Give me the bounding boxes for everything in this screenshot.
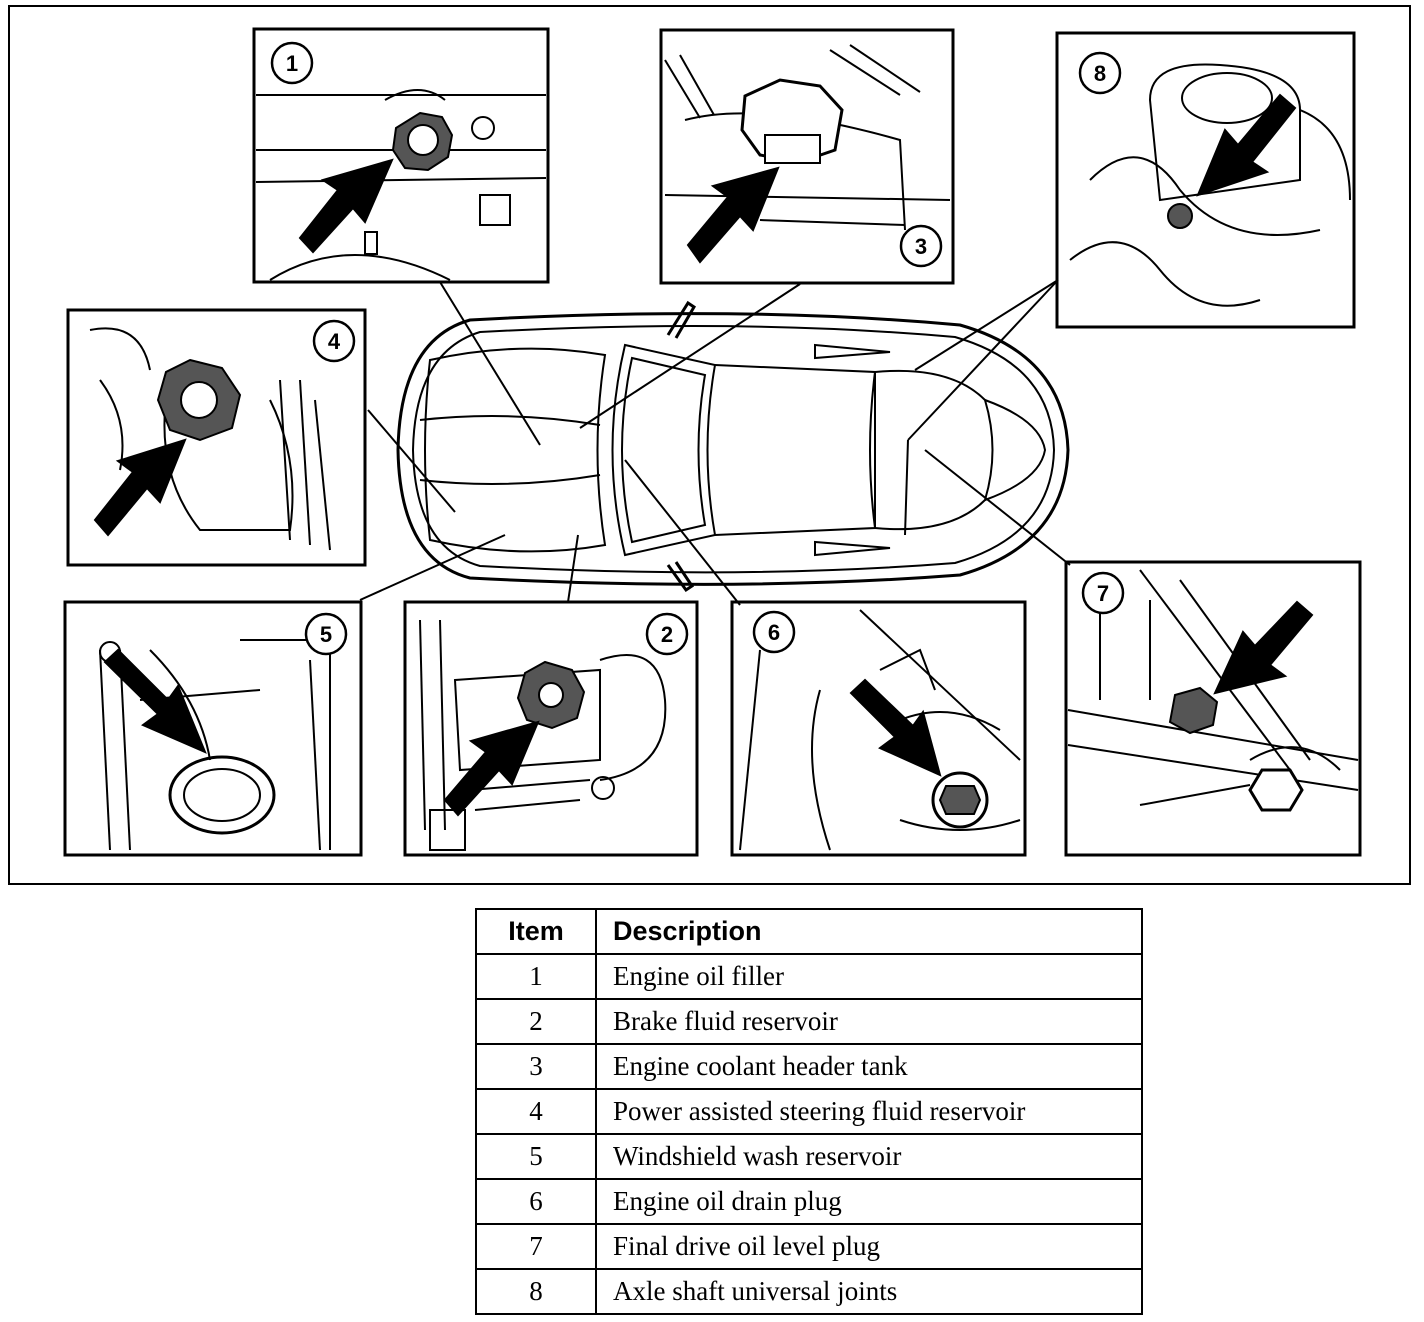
door-trim-bottom — [814, 540, 891, 557]
legend-item-description: Axle shaft universal joints — [595, 1268, 1143, 1315]
callout-label-4: 4 — [328, 329, 341, 354]
legend-row: 4 Power assisted steering fluid reservoi… — [475, 1088, 1143, 1135]
legend-item-description: Engine oil filler — [595, 953, 1143, 1000]
arrow-icon — [1213, 600, 1314, 695]
hood-crease-top — [419, 415, 601, 426]
door-trim-top — [814, 343, 891, 360]
callout-circle-3 — [899, 224, 943, 268]
inset-1 — [252, 27, 550, 284]
leader-line-1 — [439, 281, 541, 446]
drain-plug — [931, 771, 989, 829]
legend-item-number: 5 — [475, 1133, 597, 1180]
legend-item-description: Windshield wash reservoir — [595, 1133, 1143, 1180]
legend-row: 1 Engine oil filler — [475, 953, 1143, 1000]
arrow-icon — [103, 648, 207, 754]
hood-crease-bottom — [419, 474, 601, 485]
roof — [714, 364, 876, 536]
inset-8 — [1055, 31, 1356, 329]
arrow-icon — [1196, 93, 1297, 197]
legend-item-number: 3 — [475, 1043, 597, 1090]
arrow-icon — [849, 678, 942, 777]
leader-line-6 — [624, 459, 741, 606]
arrow-icon — [686, 166, 780, 264]
legend-item-number: 4 — [475, 1088, 597, 1135]
callout-label-3: 3 — [915, 234, 927, 259]
inset-3 — [659, 28, 955, 285]
legend-item-description: Brake fluid reservoir — [595, 998, 1143, 1045]
inset-5 — [63, 600, 363, 857]
inset-6 — [730, 600, 1027, 857]
legend-row: 5 Windshield wash reservoir — [475, 1133, 1143, 1180]
callout-numbers: 1 2 3 4 5 6 7 8 — [286, 51, 1109, 647]
leader-lines — [359, 279, 1071, 606]
legend-header-row: Item Description — [475, 908, 1143, 955]
callout-label-1: 1 — [286, 51, 298, 76]
legend-row: 8 Axle shaft universal joints — [475, 1268, 1143, 1315]
level-plug — [1168, 686, 1219, 735]
side-mirror-bottom — [666, 561, 695, 593]
car-body-outline — [396, 312, 1070, 586]
callout-circle-6 — [752, 610, 796, 654]
inset-7 — [1064, 560, 1362, 857]
legend-item-number: 8 — [475, 1268, 597, 1315]
leader-line-3 — [579, 283, 801, 429]
legend-row: 2 Brake fluid reservoir — [475, 998, 1143, 1045]
legend-row: 7 Final drive oil level plug — [475, 1223, 1143, 1270]
legend-table: Item Description 1 Engine oil filler 2 B… — [475, 908, 1143, 1315]
leader-line-2 — [567, 534, 579, 603]
legend-item-number: 2 — [475, 998, 597, 1045]
windshield-inner — [621, 356, 707, 544]
windshield — [611, 343, 717, 557]
callout-label-5: 5 — [320, 622, 332, 647]
legend-item-description: Engine coolant header tank — [595, 1043, 1143, 1090]
legend-header-item: Item — [475, 908, 597, 955]
arrow-icon — [443, 720, 540, 817]
service-points-diagram: 1 2 3 4 5 6 7 8 — [63, 27, 1362, 857]
callout-label-7: 7 — [1097, 581, 1109, 606]
inset-2 — [403, 600, 699, 857]
leader-line-4 — [367, 409, 456, 513]
legend-header-description: Description — [595, 908, 1143, 955]
callout-label-2: 2 — [661, 622, 673, 647]
legend-item-number: 6 — [475, 1178, 597, 1225]
diagram-frame — [8, 5, 1411, 885]
inset-4 — [66, 308, 367, 567]
callout-label-8: 8 — [1094, 61, 1106, 86]
leader-line-5 — [359, 534, 506, 601]
callout-circle-7 — [1081, 571, 1125, 615]
car-top-view — [396, 300, 1070, 593]
leader-line-8c — [904, 439, 909, 536]
callout-circle-8 — [1078, 51, 1122, 95]
rear-window — [869, 369, 994, 531]
legend-item-description: Power assisted steering fluid reservoir — [595, 1088, 1143, 1135]
arrow-icon — [93, 438, 187, 537]
leader-line-8b — [907, 279, 1059, 441]
leader-line-8a — [914, 279, 1059, 371]
legend-item-number: 1 — [475, 953, 597, 1000]
side-mirror-top — [666, 300, 697, 339]
bolt-head — [1248, 768, 1304, 812]
legend-row: 3 Engine coolant header tank — [475, 1043, 1143, 1090]
trunk-lid — [984, 399, 1047, 501]
callout-circle-2 — [645, 612, 689, 656]
washer-reservoir-cap — [168, 755, 276, 835]
callout-circle-5 — [304, 612, 348, 656]
legend-item-description: Final drive oil level plug — [595, 1223, 1143, 1270]
legend-item-number: 7 — [475, 1223, 597, 1270]
hood-outline — [424, 347, 607, 553]
callout-circle-4 — [312, 319, 356, 363]
callout-label-6: 6 — [768, 620, 780, 645]
legend-item-description: Engine oil drain plug — [595, 1178, 1143, 1225]
legend-row: 6 Engine oil drain plug — [475, 1178, 1143, 1225]
leader-line-7 — [924, 449, 1071, 566]
callout-circle-1 — [270, 41, 314, 85]
arrow-icon — [298, 158, 394, 254]
car-body-inner-line — [411, 325, 1056, 574]
